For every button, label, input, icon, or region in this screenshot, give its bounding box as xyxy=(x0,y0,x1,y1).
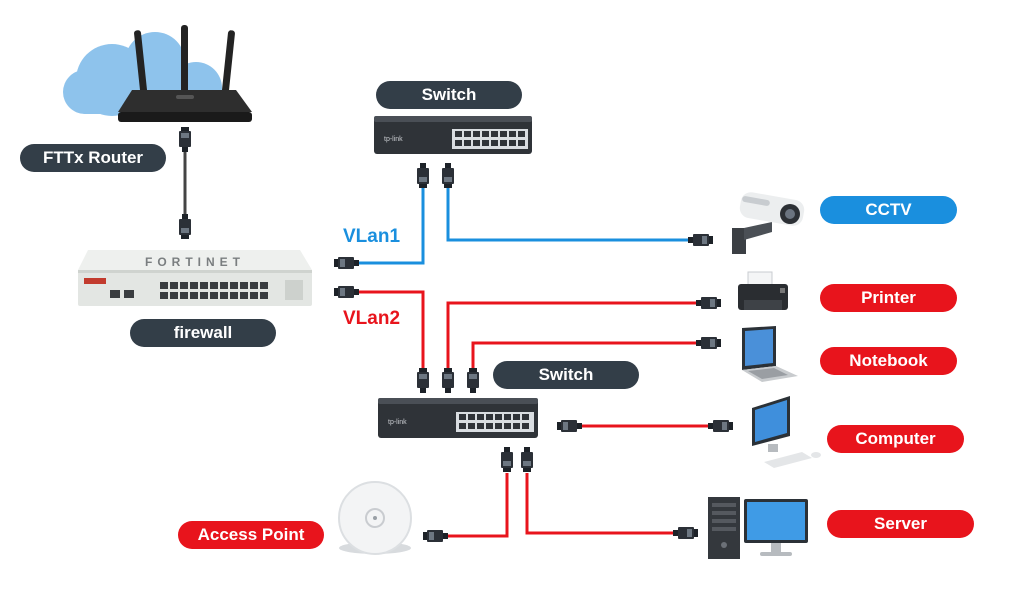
server-label: Server xyxy=(827,510,974,538)
computer-label: Computer xyxy=(827,425,964,453)
access-point-icon xyxy=(338,481,412,555)
server-icon xyxy=(708,497,808,559)
vlan2-label: VLan2 xyxy=(343,308,401,329)
notebook-icon xyxy=(742,326,798,382)
printer-icon xyxy=(738,271,788,310)
bottom-switch-device: tp-link xyxy=(378,398,538,438)
router-icon xyxy=(118,25,252,122)
firewall-brand: FORTINET xyxy=(145,255,245,269)
cctv-camera-icon xyxy=(732,192,805,254)
printer-label: Printer xyxy=(820,284,957,312)
computer-icon xyxy=(752,396,821,468)
vlan2-cables xyxy=(352,290,715,538)
top-switch-brand: tp-link xyxy=(384,136,403,143)
cctv-label: CCTV xyxy=(820,196,957,224)
vlan1-cables xyxy=(352,187,695,265)
top-switch-device: tp-link xyxy=(374,116,532,154)
vlan1-label: VLan1 xyxy=(343,226,401,247)
firewall-label: firewall xyxy=(130,319,276,347)
access-point-label: Access Point xyxy=(178,521,324,549)
notebook-label: Notebook xyxy=(820,347,957,375)
bottom-switch-brand: tp-link xyxy=(388,419,407,426)
firewall-device: FORTINET xyxy=(78,250,312,306)
router-label: FTTx Router xyxy=(20,144,166,172)
top-switch-label: Switch xyxy=(376,81,522,109)
bottom-switch-label: Switch xyxy=(493,361,639,389)
